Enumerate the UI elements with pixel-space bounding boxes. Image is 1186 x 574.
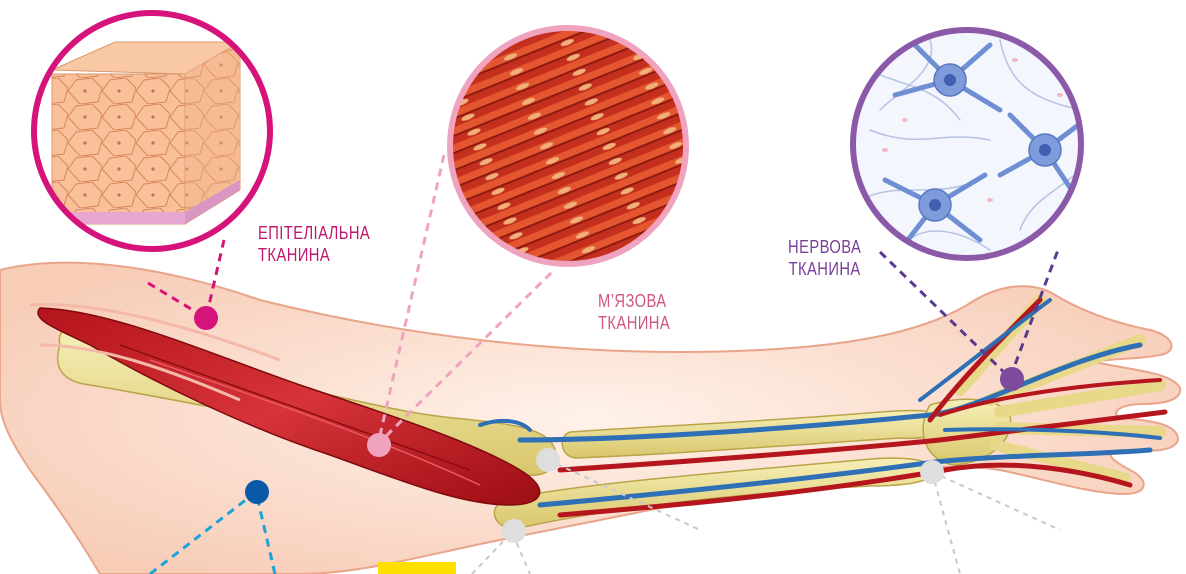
epithelial-label-line2: ТКАНИНА <box>258 244 370 266</box>
nervous-tissue-magnifier <box>850 30 1085 258</box>
epithelial-tissue-label: ЕПІТЕЛІАЛЬНА ТКАНИНА <box>258 222 370 266</box>
muscle-tissue-label: М’ЯЗОВА ТКАНИНА <box>598 290 670 334</box>
muscle-marker-dot <box>367 433 391 457</box>
muscle-label-line1: М’ЯЗОВА <box>598 290 670 312</box>
yellow-label-tab <box>378 562 456 574</box>
bone-marker-dot <box>920 460 944 484</box>
bone-marker-dot <box>536 448 560 472</box>
nervous-label-line1: НЕРВОВА <box>788 236 861 258</box>
epithelial-tissue-magnifier <box>20 10 290 260</box>
muscle-tissue-magnifier <box>440 20 700 280</box>
epithelial-marker-dot <box>194 306 218 330</box>
muscle-label-line2: ТКАНИНА <box>598 312 670 334</box>
epithelial-label-line1: ЕПІТЕЛІАЛЬНА <box>258 222 370 244</box>
nervous-label-line2: ТКАНИНА <box>788 258 861 280</box>
connective-marker-dot <box>245 480 269 504</box>
bone-marker-dot <box>502 519 526 543</box>
nervous-marker-dot <box>1000 367 1024 391</box>
nervous-tissue-label: НЕРВОВА ТКАНИНА <box>788 236 861 280</box>
